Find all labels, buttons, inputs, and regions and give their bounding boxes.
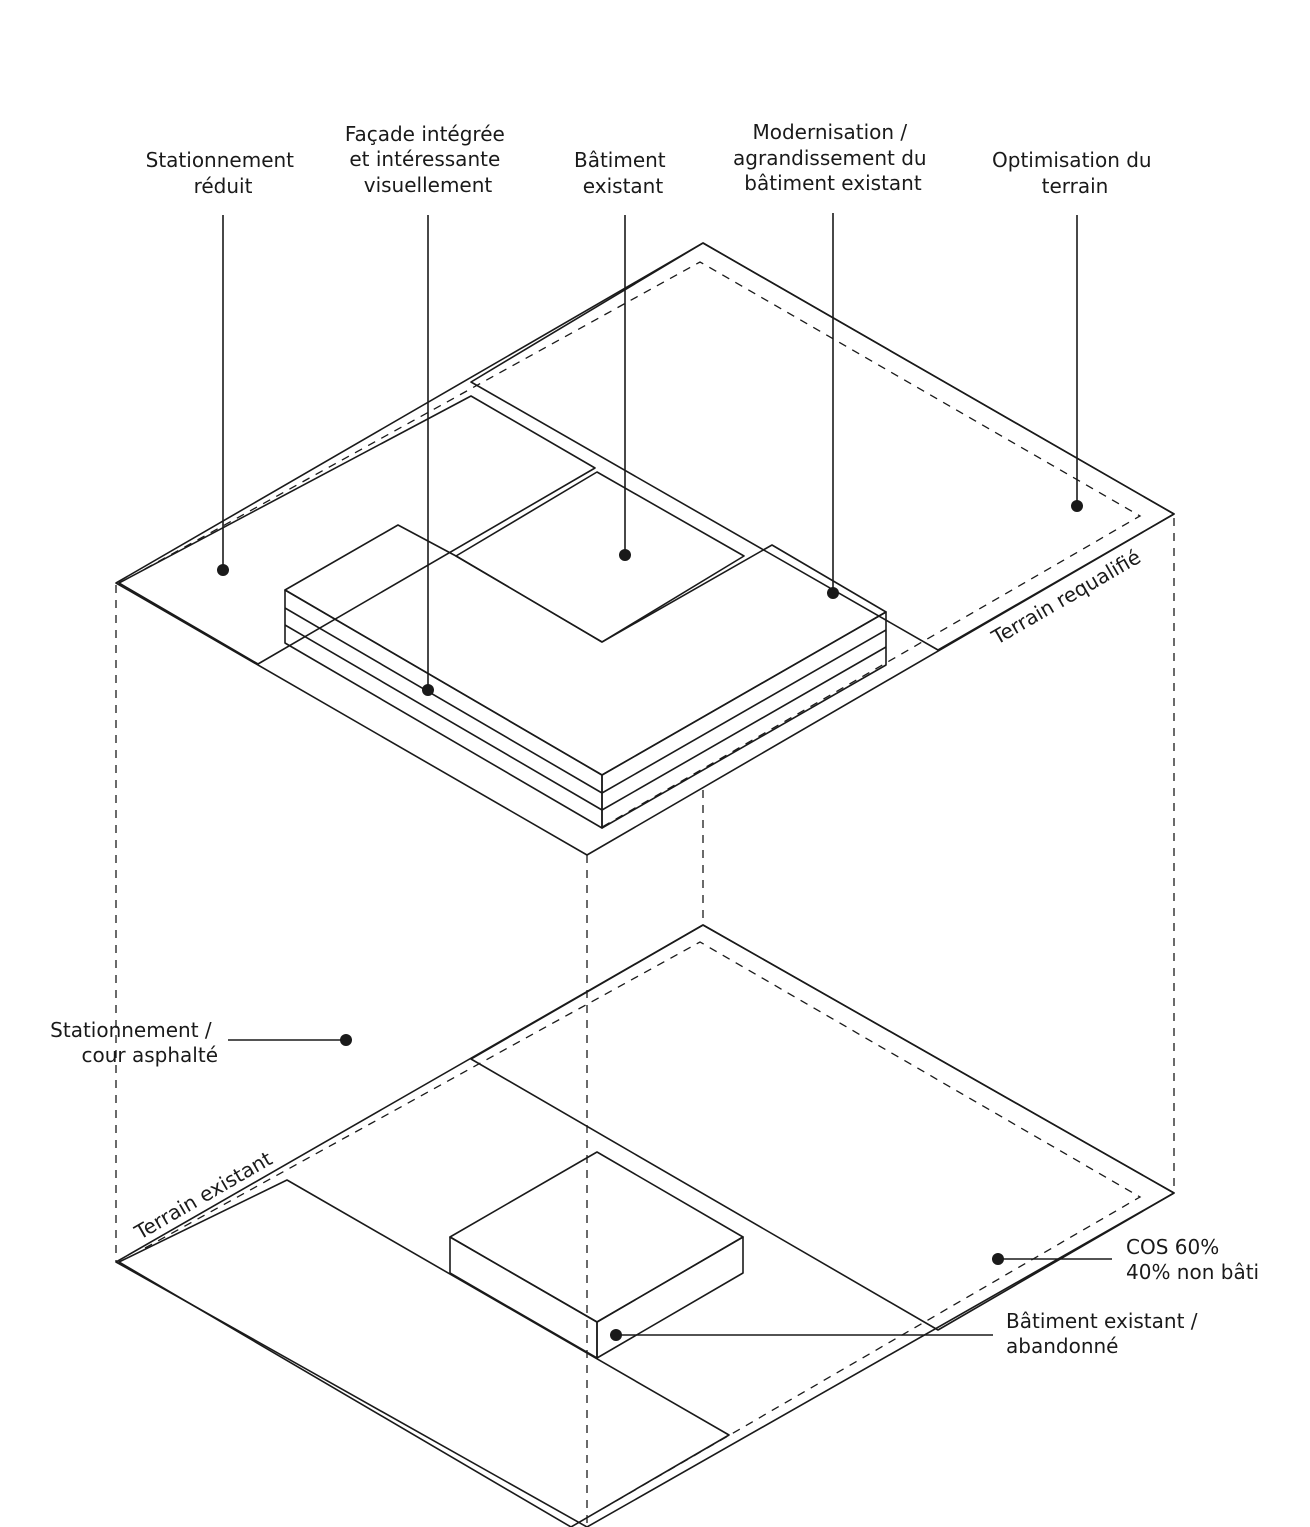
label-modernisation: Modernisation / agrandissement du bâtime… [733,120,933,195]
leaders [217,213,1112,1341]
label-facade: Façade intégrée et intéressante visuelle… [345,122,511,197]
extension-facade-left [284,589,603,829]
existing-terrain-surface [115,924,1175,1527]
existing-site-plate [115,924,1175,1527]
existing-building-roof [449,1151,744,1323]
extension-roof [284,524,887,776]
requalified-terrain-surface [115,242,1175,856]
existing-building-right-face [596,1236,744,1359]
extension-facade-right [601,611,887,829]
requalified-site-plate [115,242,1175,856]
label-stationnement-reduit: Stationnement réduit [146,148,301,198]
projection-lines [115,518,1175,1527]
existing-setback-line [144,941,1142,1513]
label-terrain-requalifie: Terrain requalifié [987,545,1145,650]
reduced-parking-surface [118,395,596,665]
existing-building-footprint [455,471,745,643]
label-cos: COS 60% 40% non bâti [1126,1235,1259,1284]
existing-hatched-zone [470,924,1175,1331]
label-stationnement-cour: Stationnement / cour asphalté [50,1018,218,1067]
requalified-setback-line [144,261,1142,831]
label-batiment-existant-top: Bâtiment existant [574,148,672,198]
existing-parking-surface [118,1179,730,1527]
label-batiment-abandonne: Bâtiment existant / abandonné [1006,1309,1204,1358]
existing-building-left-face [449,1236,598,1359]
label-optimisation: Optimisation du terrain [992,148,1158,198]
